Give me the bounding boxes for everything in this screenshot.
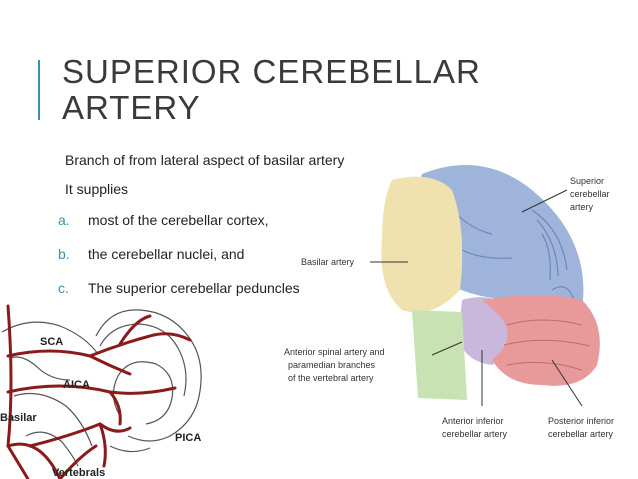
label-anterior-spinal-1: Anterior spinal artery and — [284, 347, 385, 357]
spinal-region — [412, 310, 467, 400]
label-basilar-artery: Basilar artery — [301, 257, 355, 267]
title-accent-bar — [38, 60, 40, 120]
label-superior-2: cerebellar — [570, 189, 610, 199]
label-sca: SCA — [40, 336, 63, 348]
label-pica: PICA — [175, 432, 201, 444]
label-superior-3: artery — [570, 202, 594, 212]
supply-list: a. most of the cerebellar cortex, b. the c… — [58, 212, 300, 314]
list-item-text: most of the cerebellar cortex, — [88, 212, 269, 228]
title-line-1: SUPERIOR CEREBELLAR — [62, 53, 481, 90]
title-line-2: ARTERY — [62, 89, 201, 126]
label-pica-1: Posterior inferior — [548, 416, 614, 426]
list-item: b. the cerebellar nuclei, and — [58, 246, 300, 280]
basilar-region — [381, 176, 463, 313]
list-marker: b. — [58, 246, 70, 262]
supplies-label: It supplies — [65, 181, 129, 197]
list-item-text: The superior cerebellar peduncles — [88, 280, 300, 296]
list-marker: a. — [58, 212, 70, 228]
list-item: c. The superior cerebellar peduncles — [58, 280, 300, 314]
label-vertebrals: Vertebrals — [52, 467, 105, 479]
cerebellum-illustration: Superior cerebellar artery Basilar arter… — [284, 165, 614, 439]
label-basilar: Basilar — [0, 412, 37, 424]
label-anterior-spinal-2: paramedian branches — [288, 360, 376, 370]
label-aica: AICA — [63, 379, 90, 391]
list-marker: c. — [58, 280, 69, 296]
list-item-text: the cerebellar nuclei, and — [88, 246, 245, 262]
list-item: a. most of the cerebellar cortex, — [58, 212, 300, 246]
label-pica-2: cerebellar artery — [548, 429, 614, 439]
cerebellar-arteries-diagram: SCA AICA Basilar PICA Vertebrals — [0, 304, 202, 479]
subtitle: Branch of from lateral aspect of basilar… — [65, 152, 345, 168]
label-aica-1: Anterior inferior — [442, 416, 504, 426]
vessel-paths — [6, 304, 192, 479]
label-anterior-spinal-3: of the vertebral artery — [288, 373, 374, 383]
label-aica-2: cerebellar artery — [442, 429, 508, 439]
label-superior-1: Superior — [570, 176, 604, 186]
